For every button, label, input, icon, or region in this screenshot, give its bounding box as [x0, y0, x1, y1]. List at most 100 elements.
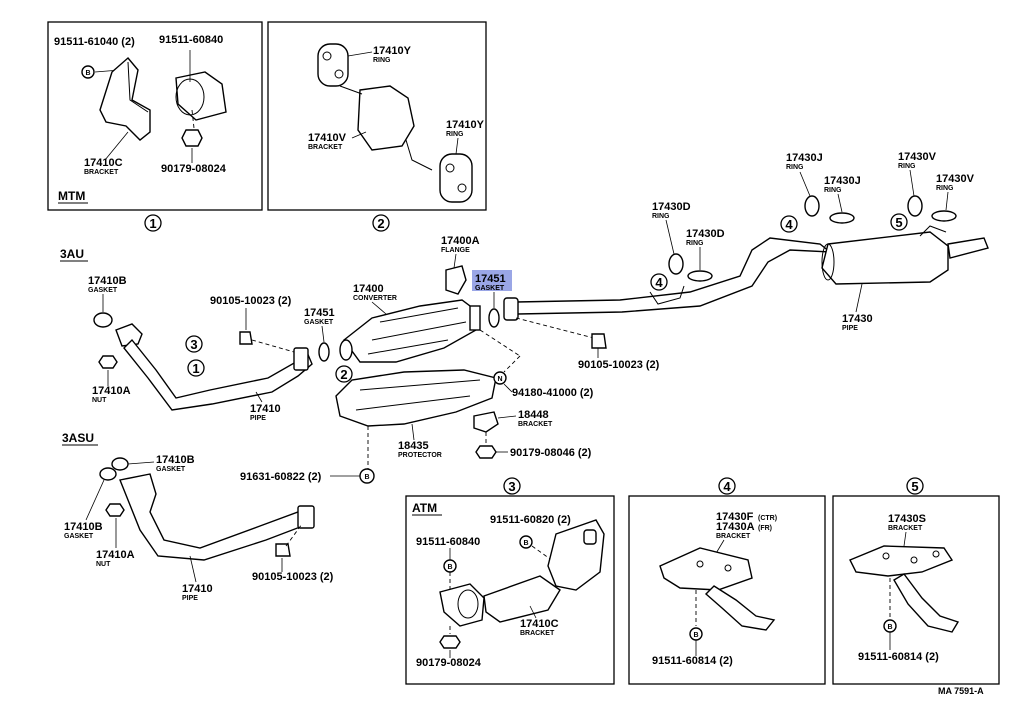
part-17451-front-name: GASKET — [304, 319, 334, 326]
part-18448[interactable]: 18448 — [518, 409, 549, 421]
part-17410-a[interactable]: 17410 — [250, 403, 281, 415]
part-17410c-atm[interactable]: 17410C — [520, 618, 559, 630]
part-90179-08024[interactable]: 90179-08024 — [161, 163, 227, 175]
part-17410a-b-name: NUT — [96, 561, 111, 568]
part-17430j-a[interactable]: 17430J — [786, 152, 823, 164]
inset-index-4 — [718, 477, 736, 495]
part-17430d-a[interactable]: 17430D — [652, 201, 691, 213]
ring-hole — [334, 69, 344, 79]
inset-bracket-5: 5 17430S BRACKET B 91511-60814 (2) — [832, 477, 1000, 685]
part-17410b-a[interactable]: 17410B — [88, 275, 127, 287]
bracket-hole — [932, 550, 940, 558]
part-90179-08024-atm[interactable]: 90179-08024 — [416, 657, 482, 669]
callout-5-text: 5 — [895, 215, 902, 230]
part-17430[interactable]: 17430 — [842, 313, 873, 325]
part-91511-60814-b[interactable]: 91511-60814 (2) — [858, 651, 939, 663]
part-17430j-b-name: RING — [824, 187, 842, 194]
part-17410b-b[interactable]: 17410B — [156, 454, 195, 466]
nut-17410a-b — [105, 503, 125, 517]
ring-17430d-a — [668, 253, 684, 275]
bracket-17430f-arm — [704, 585, 776, 631]
pipe-flange-rear — [293, 347, 309, 371]
part-17430v-b[interactable]: 17430V — [936, 173, 975, 185]
part-91511-60840-atm[interactable]: 91511-60840 — [416, 536, 480, 548]
leader — [347, 51, 373, 57]
part-91511-60840[interactable]: 91511-60840 — [159, 34, 223, 46]
part-18435-name: PROTECTOR — [398, 452, 442, 459]
part-17410y-a[interactable]: 17410Y — [373, 45, 412, 57]
part-17410a-a[interactable]: 17410A — [92, 385, 131, 397]
part-17430d-b[interactable]: 17430D — [686, 228, 725, 240]
part-91631-60822[interactable]: 91631-60822 (2) — [240, 471, 322, 483]
bolt-b-atm-top — [519, 535, 533, 549]
dash-line — [503, 355, 521, 373]
part-17430a[interactable]: 17430A — [716, 521, 755, 533]
bracket-17430s-arm — [893, 573, 960, 633]
nut-90179-08046 — [475, 445, 497, 459]
part-17410a-a-name: NUT — [92, 397, 107, 404]
inset-atm-frame — [405, 495, 615, 685]
inset-bracket-4: 4 17430F (CTR) 17430A (FR) BRACKET B 915… — [628, 477, 826, 685]
bracket-17430f-shape — [659, 547, 753, 591]
part-17430f[interactable]: 17430F — [716, 511, 754, 523]
leader — [411, 423, 415, 441]
leader — [855, 283, 863, 313]
part-17410b-b-name: GASKET — [156, 466, 186, 473]
callout-2 — [335, 365, 353, 383]
part-91511-60814-a[interactable]: 91511-60814 (2) — [652, 655, 733, 667]
part-18435[interactable]: 18435 — [398, 440, 429, 452]
part-17451-highlight[interactable]: 17451 — [475, 273, 506, 285]
hanger-bracket-4 — [649, 285, 685, 305]
ring-17430j-a — [804, 195, 820, 217]
part-17410v-name: BRACKET — [308, 144, 343, 151]
part-17451-front[interactable]: 17451 — [304, 307, 335, 319]
part-17430j-a-name: RING — [786, 164, 804, 171]
clamp-atm — [439, 583, 485, 627]
inset-mtm: 91511-61040 (2) 91511-60840 B 17410C BRA… — [47, 21, 263, 232]
inset-index-1-text: 1 — [149, 216, 156, 231]
leader — [351, 131, 367, 139]
part-17430v-a[interactable]: 17430V — [898, 151, 937, 163]
part-17430d-b-name: RING — [686, 240, 704, 247]
part-17430v-b-name: RING — [936, 185, 954, 192]
inset-bracket-4-frame — [628, 495, 826, 685]
muffler-shape — [821, 231, 949, 285]
tail-outlet — [947, 237, 989, 259]
part-90105-10023-c[interactable]: 90105-10023 (2) — [252, 571, 334, 583]
part-91511-60820[interactable]: 91511-60820 (2) — [490, 514, 571, 526]
hanger-rod — [339, 85, 363, 95]
pipe-17410-a-shape — [123, 338, 313, 411]
callout-5 — [890, 213, 908, 231]
inset-index-2 — [372, 214, 390, 232]
part-91511-61040[interactable]: 91511-61040 (2) — [54, 36, 135, 48]
tail-pipe-assembly: 17430 PIPE 4 4 5 — [503, 213, 989, 332]
part-90105-10023-a[interactable]: 90105-10023 (2) — [210, 295, 292, 307]
part-17410v[interactable]: 17410V — [308, 132, 347, 144]
ring-17430j-b — [829, 212, 855, 224]
bracket-atm-boss — [583, 529, 597, 545]
pipe-flange-front — [115, 323, 143, 347]
part-17410a-b[interactable]: 17410A — [96, 549, 135, 561]
part-90105-10023-b[interactable]: 90105-10023 (2) — [578, 359, 660, 371]
converter-outlet-flange — [469, 305, 481, 331]
hanger-bracket-5 — [919, 225, 947, 237]
bracket-hole — [882, 552, 890, 560]
part-90179-08046[interactable]: 90179-08046 (2) — [510, 447, 592, 459]
part-17410b-c[interactable]: 17410B — [64, 521, 103, 533]
part-94180-41000[interactable]: 94180-41000 (2) — [512, 387, 594, 399]
part-17410-b[interactable]: 17410 — [182, 583, 213, 595]
inset-rings-frame — [267, 21, 487, 211]
part-17400a[interactable]: 17400A — [441, 235, 480, 247]
leader — [529, 605, 537, 619]
part-17430j-b[interactable]: 17430J — [824, 175, 861, 187]
dash-line — [191, 109, 195, 129]
nut-17410a-a — [98, 355, 118, 369]
leader — [255, 391, 263, 403]
dash-line — [515, 317, 595, 339]
part-17410c[interactable]: 17410C — [84, 157, 123, 169]
part-17400[interactable]: 17400 — [353, 283, 384, 295]
part-17410y-b[interactable]: 17410Y — [446, 119, 485, 131]
callout-2-text: 2 — [340, 367, 347, 382]
part-17430s[interactable]: 17430S — [888, 513, 926, 525]
leader — [104, 131, 129, 161]
